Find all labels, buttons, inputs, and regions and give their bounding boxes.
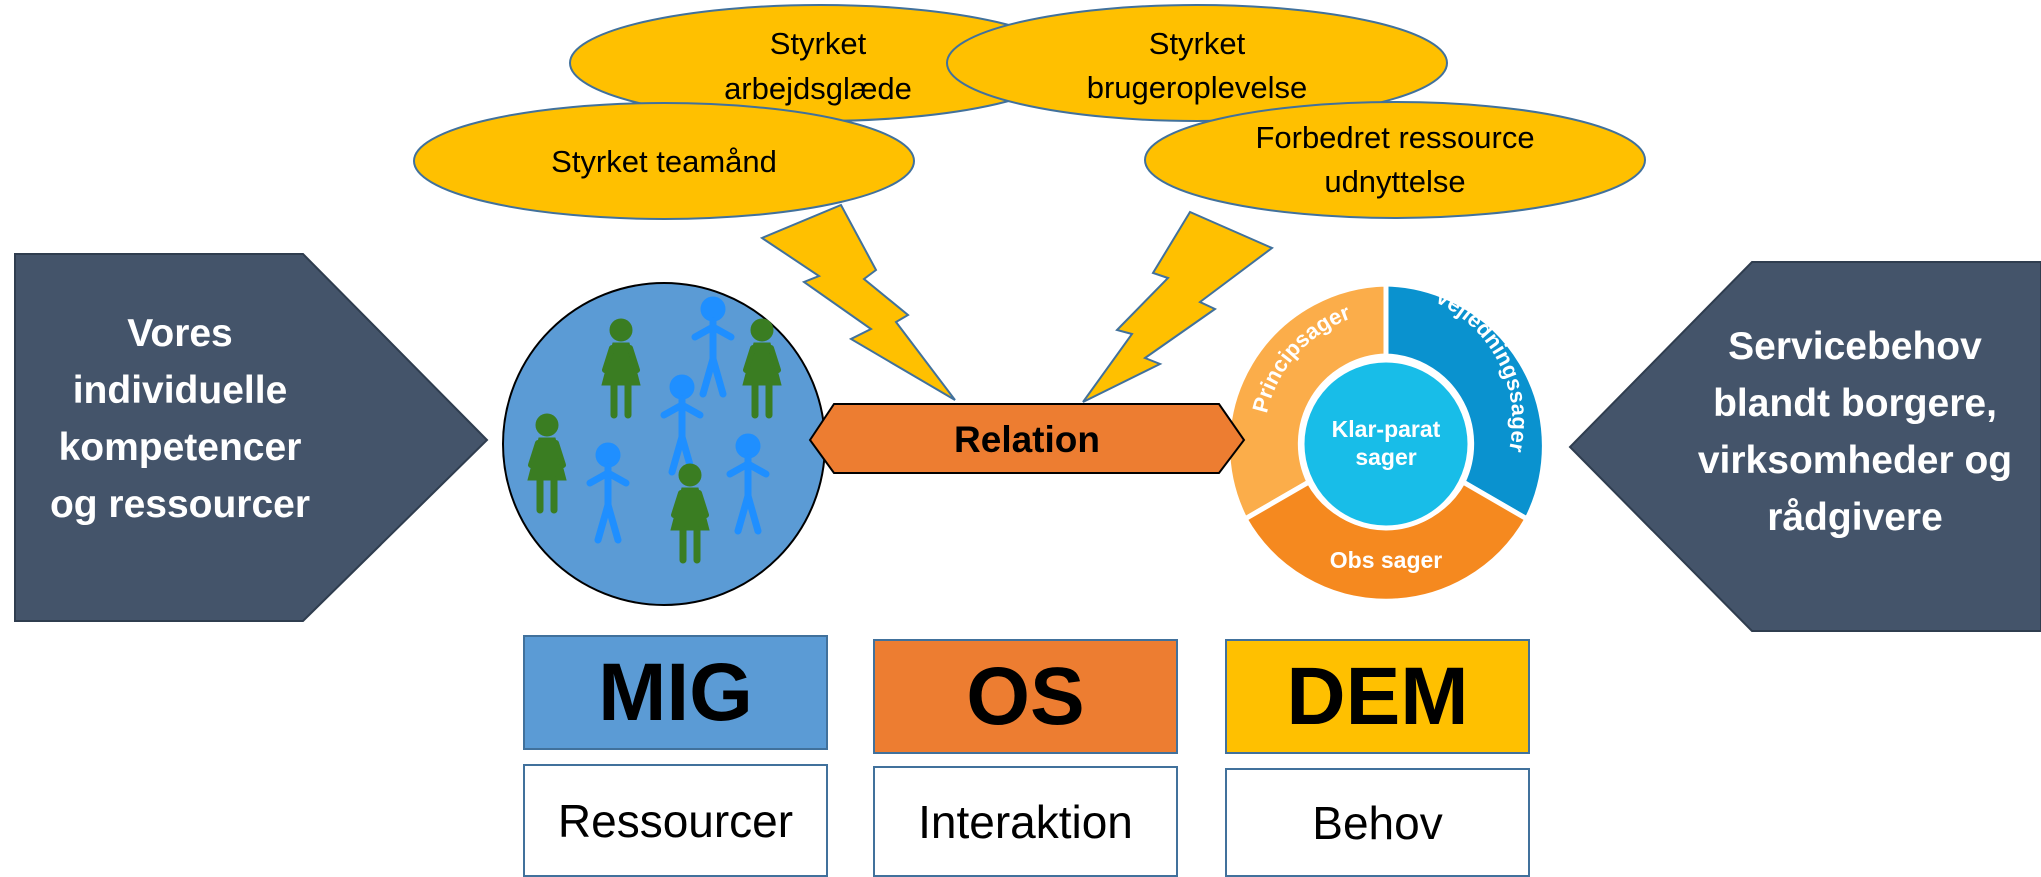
left-panel-text: Vores individuelle kompetencer og ressou… — [49, 312, 311, 526]
bubble-ressource — [1144, 101, 1646, 219]
bubble-brugeroplevelse-line2: brugeroplevelse — [1087, 70, 1308, 105]
relation-label: Relation — [954, 419, 1100, 460]
relation-arrow — [808, 403, 1246, 474]
ring-center-line1: Klar-parat — [1332, 416, 1441, 442]
ring-center — [1299, 357, 1473, 531]
bubble-arbejdsglaede-line1: Styrket — [770, 26, 867, 61]
column-sub-behov: Behov — [1225, 768, 1530, 877]
column-head-os: OS — [873, 639, 1178, 754]
bubble-brugeroplevelse — [946, 4, 1448, 122]
ring-center-line2: sager — [1355, 444, 1416, 470]
left-panel-shape — [14, 253, 489, 622]
case-ring — [1225, 281, 1547, 604]
right-panel-text: Servicebehov blandt borgere, virksomhede… — [1697, 325, 2013, 539]
bubble-brugeroplevelse-line1: Styrket — [1149, 26, 1246, 61]
bubble-ressource-line2: udnyttelse — [1324, 164, 1465, 199]
bubble-teamaand — [413, 102, 915, 220]
column-sub-interaktion: Interaktion — [873, 766, 1178, 877]
column-sub-ressourcer: Ressourcer — [523, 764, 828, 877]
lightning-bolt-left — [759, 203, 956, 401]
bubble-ressource-line1: Forbedret ressource — [1255, 120, 1534, 155]
lightning-bolt-right — [1082, 210, 1274, 403]
column-head-mig: MIG — [523, 635, 828, 750]
column-head-dem: DEM — [1225, 639, 1530, 754]
bubble-arbejdsglaede-line2: arbejdsglæde — [724, 71, 912, 106]
ring-label-obs-sager: Obs sager — [1330, 547, 1443, 573]
right-panel-shape — [1568, 261, 2041, 632]
bubble-teamaand-text: Styrket teamånd — [551, 144, 777, 179]
